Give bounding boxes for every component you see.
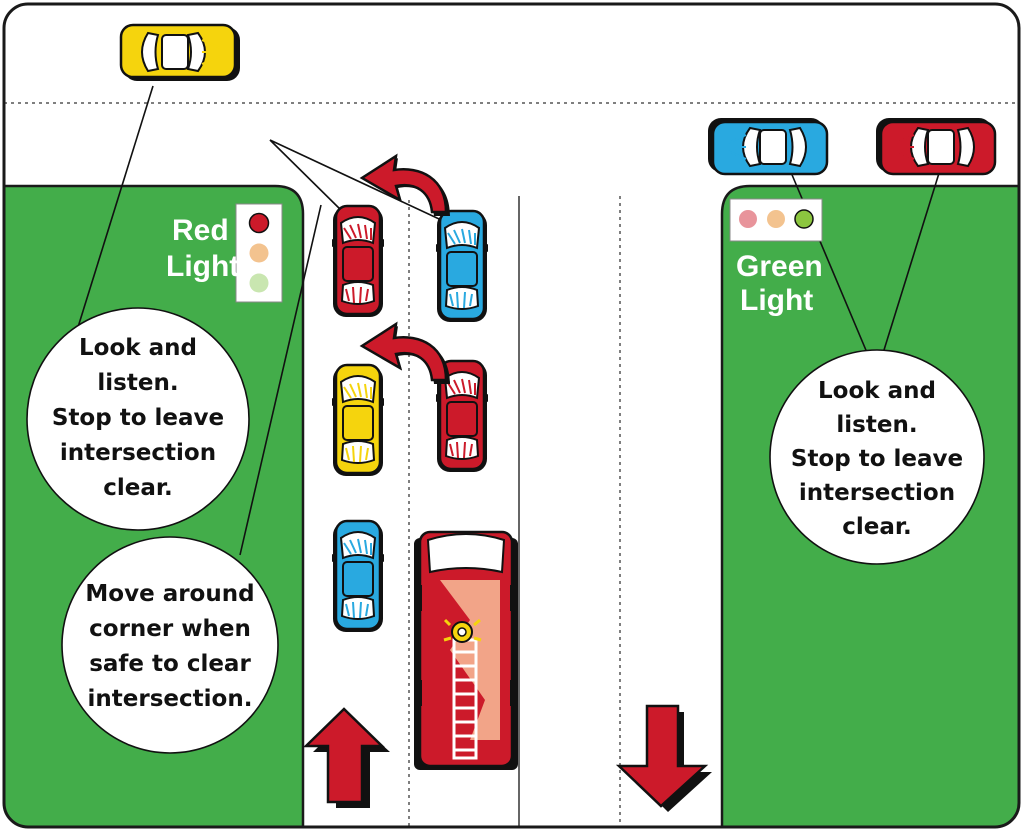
callout-left-bottom-circle [61,536,279,754]
blue-car-cross-street [706,116,829,176]
callout-right-line5: clear. [842,514,911,540]
green-signal-lamp [249,273,269,293]
fire-truck [414,530,518,770]
green-light-label-line1: Green [736,250,823,283]
northbound-arrow [302,707,390,808]
southbound-arrow [615,704,712,812]
callout-left-top-circle [26,307,250,531]
red-signal-lamp [248,212,270,234]
callout-left-bottom-line4: intersection. [88,686,253,712]
red-car-lane1 [330,204,386,319]
amber-signal-lamp [767,210,785,228]
callout-left-bottom-line2: corner when [89,616,251,642]
callout-right-circle [769,349,985,565]
yellow-car-cross-street [119,23,242,83]
callout-right-line2: listen. [836,412,917,438]
callout-right-line1: Look and [818,378,936,404]
callout-left-bottom-line1: Move around [85,581,254,607]
red-light-label-line2: Light [166,250,239,283]
left-traffic-light [235,203,283,303]
red-car-cross-street [874,116,997,176]
callout-left-top-line3: Stop to leave [52,405,224,431]
callout-right-line3: Stop to leave [791,446,963,472]
green-light-label-line2: Light [740,284,813,317]
blue-car-lane1 [330,519,386,634]
callout-left-top-line1: Look and [79,335,197,361]
green-signal-lamp [794,209,814,229]
callout-left-top-line5: clear. [103,475,172,501]
callout-left-bottom-line3: safe to clear [89,651,251,677]
right-traffic-light [729,198,823,242]
callout-left-top-line4: intersection [60,440,216,466]
callout-left-top-line2: listen. [97,370,178,396]
callout-pointers [73,85,941,556]
amber-signal-lamp [249,243,269,263]
red-light-label-line1: Red [172,214,229,247]
red-signal-lamp [739,210,757,228]
blue-car-lane2 [434,209,490,324]
yellow-car-lane1 [330,363,386,478]
callout-right-line4: intersection [799,480,955,506]
